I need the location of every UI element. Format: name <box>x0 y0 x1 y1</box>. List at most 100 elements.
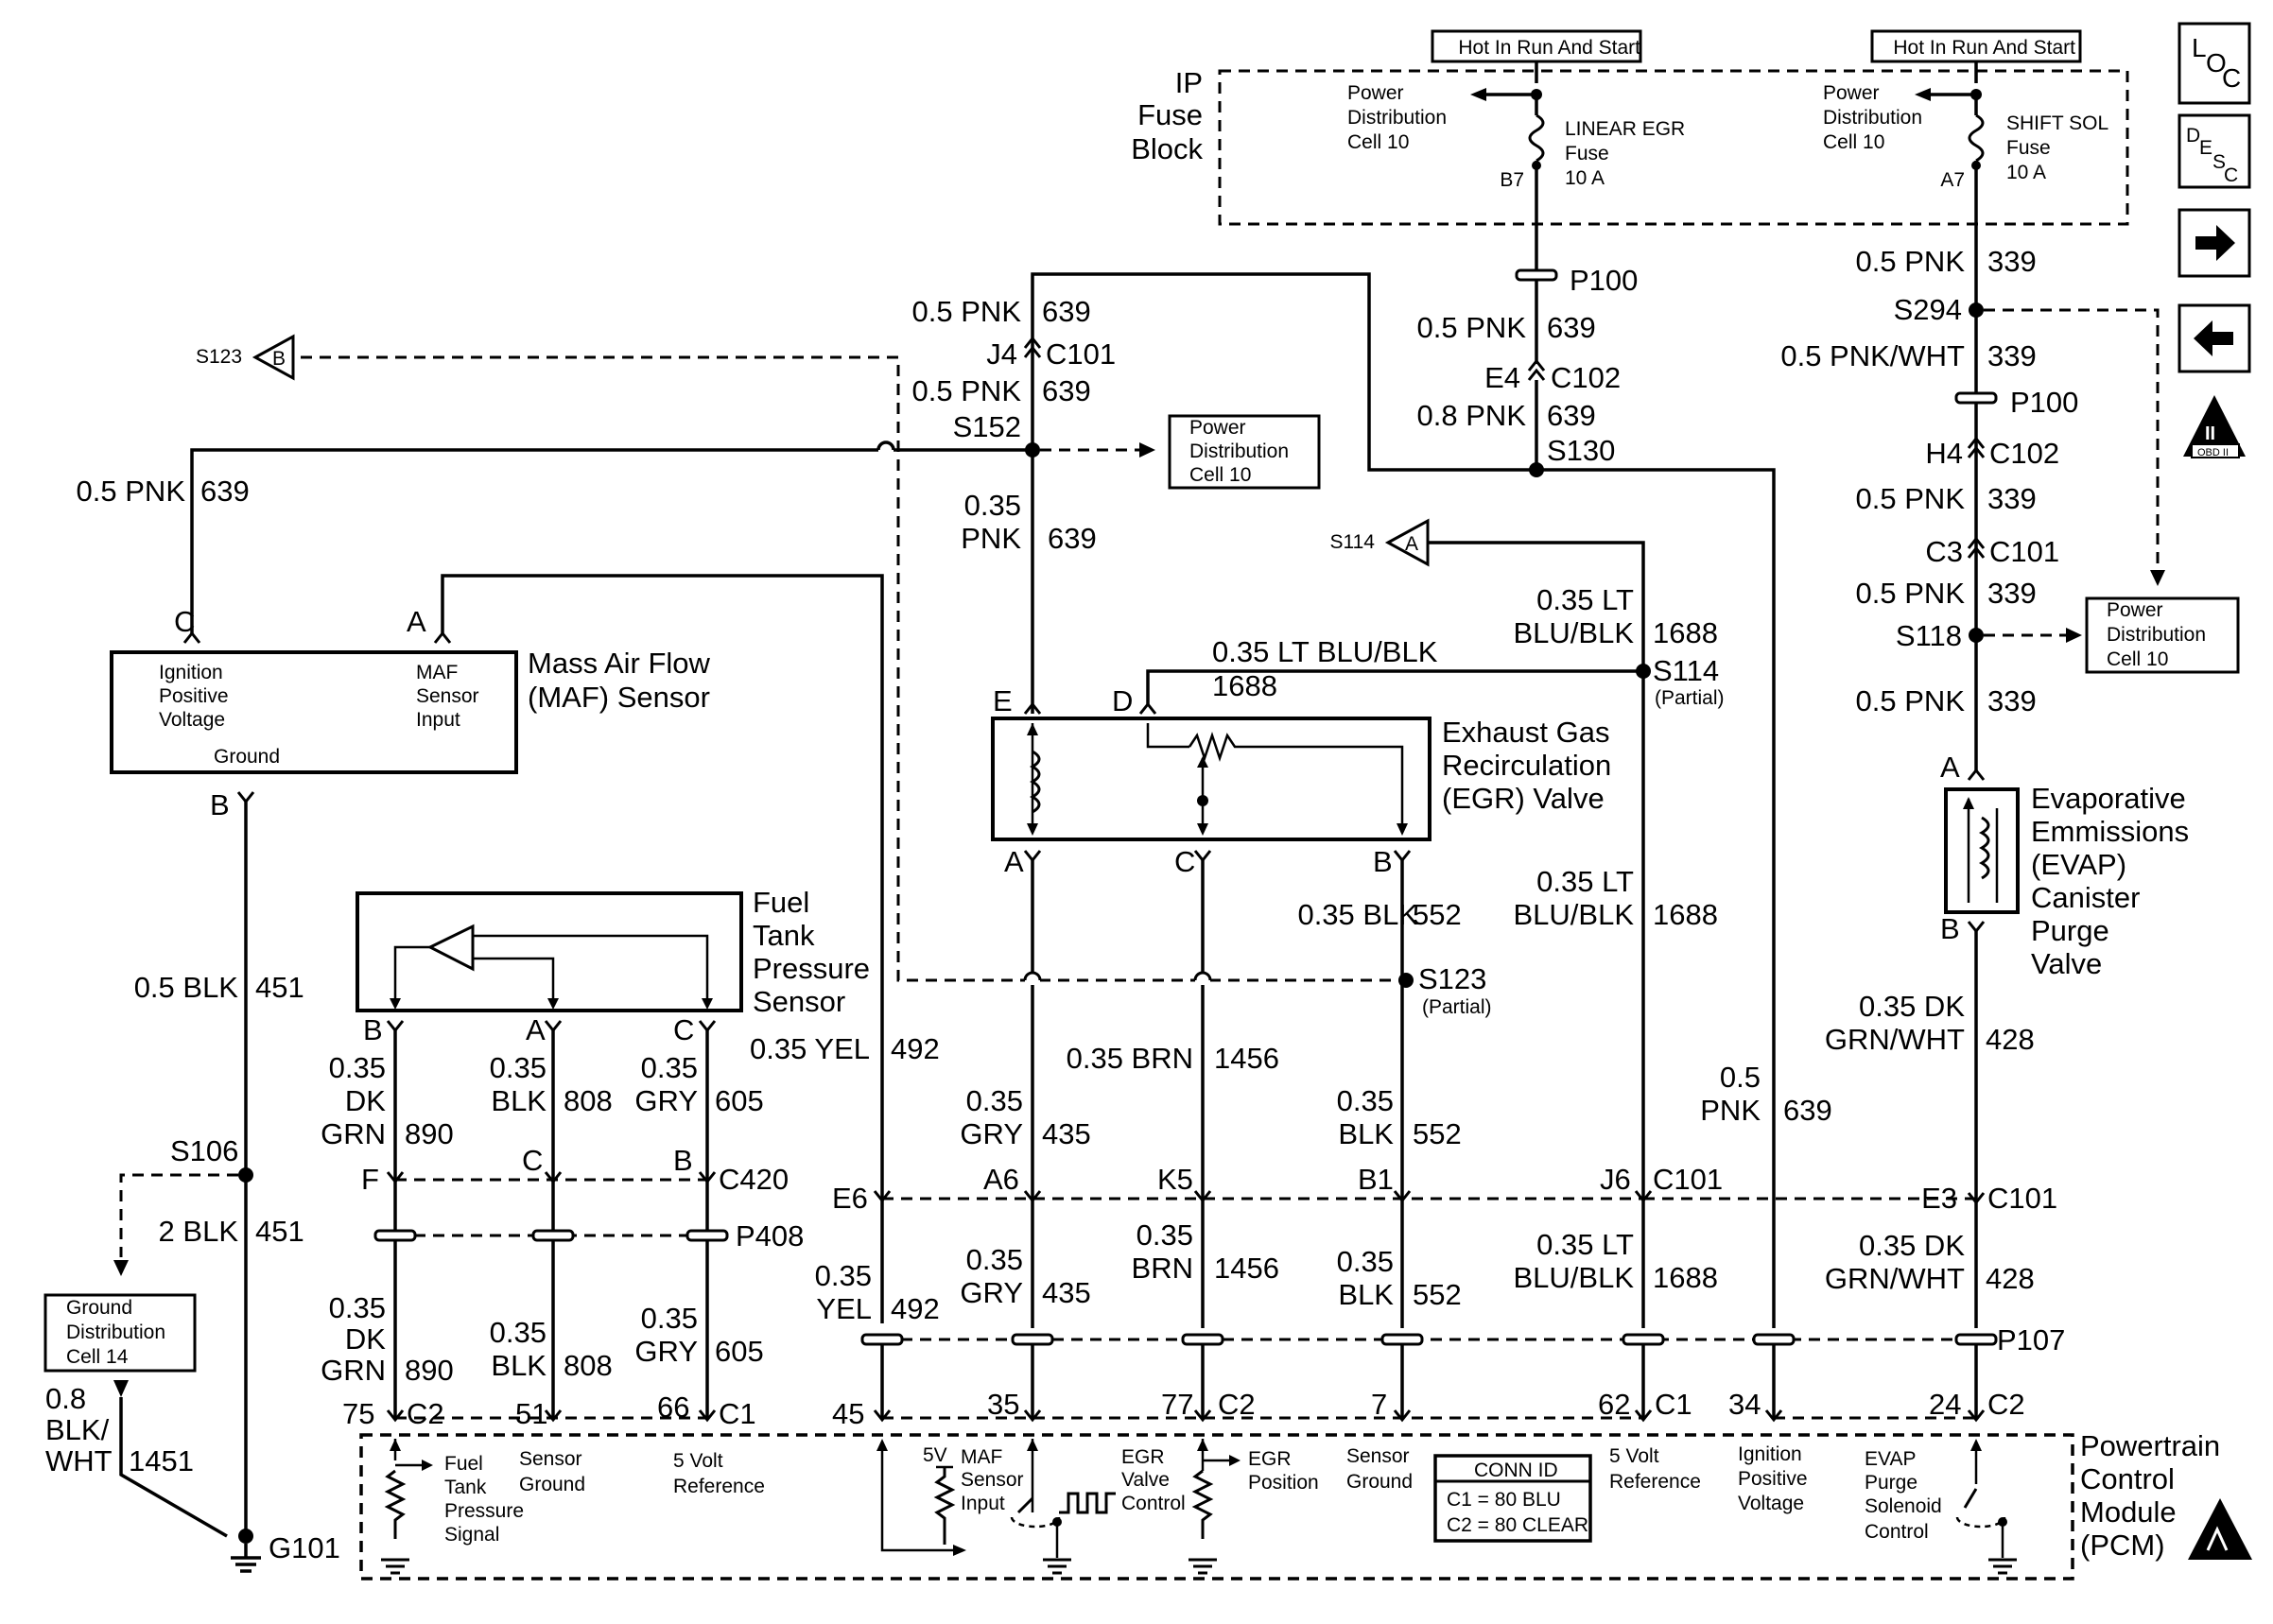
svg-text:Cell 14: Cell 14 <box>66 1346 129 1368</box>
svg-text:C: C <box>2224 164 2238 186</box>
ftp-pin-b: B <box>363 1013 383 1046</box>
maf-pin-c: C <box>174 605 195 638</box>
c420-label: C420 <box>719 1163 789 1196</box>
svg-text:DK: DK <box>345 1084 386 1117</box>
p107-label: P107 <box>1997 1323 2065 1356</box>
w639-top-circuit: 639 <box>1042 295 1091 328</box>
p100-shift: P100 <box>2010 386 2078 419</box>
svg-text:0.5 PNK: 0.5 PNK <box>1856 577 1966 610</box>
evap-pin-a: A <box>1940 751 1960 784</box>
s123-label: S123 <box>1418 962 1486 995</box>
svg-text:BLK: BLK <box>491 1084 547 1117</box>
w1688-top-gauge: 0.35 LT BLU/BLK <box>1212 635 1438 668</box>
egr-pin-c: C <box>1174 845 1195 878</box>
maf-label-input-1: MAF <box>416 662 458 683</box>
w639-egr-c: 639 <box>1048 522 1097 555</box>
svg-text:552: 552 <box>1413 898 1462 931</box>
svg-text:Distribution: Distribution <box>66 1322 165 1343</box>
svg-text:Distribution: Distribution <box>1189 441 1289 462</box>
w639-left-circuit: 639 <box>200 475 250 508</box>
ftp-name-4: Sensor <box>753 985 845 1018</box>
svg-text:339: 339 <box>1987 482 2037 515</box>
maf-pin-b: B <box>210 788 230 821</box>
w639-p100-circuit: 639 <box>1547 311 1596 344</box>
svg-text:DK: DK <box>345 1322 386 1356</box>
svg-text:0.35 BLK: 0.35 BLK <box>1297 898 1418 931</box>
fuse-shift-type: Fuse <box>2006 137 2051 159</box>
svg-text:7: 7 <box>1371 1388 1387 1421</box>
svg-text:O: O <box>2206 48 2227 78</box>
ip-fuse-block-title-2: Fuse <box>1137 98 1203 131</box>
svg-text:GRY: GRY <box>634 1335 698 1368</box>
w639-egr-b: PNK <box>961 522 1021 555</box>
egr-pin-e: E <box>993 684 1013 717</box>
g101-label: G101 <box>269 1531 340 1564</box>
svg-text:Solenoid: Solenoid <box>1865 1495 1942 1517</box>
evap-valve-box <box>1944 787 2020 914</box>
svg-text:BLK: BLK <box>1338 1117 1394 1150</box>
svg-text:428: 428 <box>1986 1023 2035 1056</box>
svg-text:605: 605 <box>715 1084 764 1117</box>
svg-text:BLU/BLK: BLU/BLK <box>1513 898 1634 931</box>
s130-label: S130 <box>1547 434 1615 467</box>
evap-name-4: Canister <box>2031 881 2140 914</box>
maf-label-ign-3: Voltage <box>159 709 225 731</box>
w639-left-gauge: 0.5 PNK <box>77 475 186 508</box>
loc-button[interactable]: L O C <box>2178 22 2251 105</box>
svg-text:C3: C3 <box>1925 535 1963 568</box>
w451-a-circuit: 451 <box>255 971 304 1004</box>
svg-text:0.5 PNK: 0.5 PNK <box>1856 482 1966 515</box>
svg-text:0.35 DK: 0.35 DK <box>1859 1229 1965 1262</box>
svg-text:339: 339 <box>1987 577 2037 610</box>
svg-text:GRN: GRN <box>321 1117 386 1150</box>
svg-text:GRY: GRY <box>960 1276 1023 1309</box>
ftp-pin-c: C <box>673 1013 694 1046</box>
fuse-egr-rating: 10 A <box>1565 167 1605 189</box>
w639-top-gauge: 0.5 PNK <box>912 295 1022 328</box>
svg-text:Position: Position <box>1248 1472 1319 1494</box>
egr-pin-d: D <box>1112 684 1133 717</box>
svg-text:E6: E6 <box>832 1182 868 1215</box>
svg-text:Sensor: Sensor <box>519 1448 582 1470</box>
s123-ref: S123 <box>196 346 242 368</box>
svg-text:77: 77 <box>1161 1388 1193 1421</box>
svg-text:1456: 1456 <box>1214 1042 1279 1075</box>
next-arrow-button[interactable] <box>2178 208 2251 278</box>
svg-text:EGR: EGR <box>1121 1446 1165 1468</box>
s123-arrow-icon: B <box>252 334 295 381</box>
svg-text:0.35: 0.35 <box>490 1051 547 1084</box>
svg-text:24: 24 <box>1929 1388 1961 1421</box>
svg-text:0.35 YEL: 0.35 YEL <box>750 1032 870 1065</box>
gdc14-box <box>43 1293 197 1373</box>
svg-text:Sensor: Sensor <box>1346 1445 1410 1467</box>
svg-text:OBD II: OBD II <box>2197 447 2229 458</box>
svg-text:GRN/WHT: GRN/WHT <box>1825 1023 1965 1056</box>
egr-name-1: Exhaust Gas <box>1442 716 1609 749</box>
svg-text:0.35: 0.35 <box>1337 1245 1394 1278</box>
svg-text:H4: H4 <box>1925 437 1963 470</box>
svg-text:Purge: Purge <box>1865 1472 1917 1494</box>
svg-text:1688: 1688 <box>1653 616 1718 649</box>
ftp-pin-a: A <box>526 1013 546 1046</box>
maf-label-ign-2: Positive <box>159 685 229 707</box>
svg-text:C102: C102 <box>1989 437 2059 470</box>
svg-text:Ground: Ground <box>66 1297 132 1319</box>
maf-pin-a: A <box>407 605 426 638</box>
prev-arrow-button[interactable] <box>2178 303 2251 373</box>
svg-text:5 Volt: 5 Volt <box>673 1450 723 1472</box>
svg-text:0.35: 0.35 <box>1337 1084 1394 1117</box>
w639-mid-gauge: 0.5 PNK <box>912 374 1022 407</box>
svg-text:EVAP: EVAP <box>1865 1448 1916 1470</box>
svg-text:Ground: Ground <box>1346 1471 1413 1493</box>
svg-text:D: D <box>2186 125 2200 147</box>
fuse-egr-pin: B7 <box>1500 169 1524 191</box>
desc-button[interactable]: D E S C <box>2178 113 2251 189</box>
svg-text:Reference: Reference <box>673 1476 765 1497</box>
svg-text:0.35: 0.35 <box>490 1316 547 1349</box>
svg-text:339: 339 <box>1987 684 2037 717</box>
svg-text:0.35 LT: 0.35 LT <box>1536 1228 1634 1261</box>
svg-text:35: 35 <box>987 1388 1019 1421</box>
pcm-name-3: Module <box>2080 1495 2177 1529</box>
svg-text:C1: C1 <box>719 1397 756 1430</box>
svg-text:45: 45 <box>832 1397 864 1430</box>
